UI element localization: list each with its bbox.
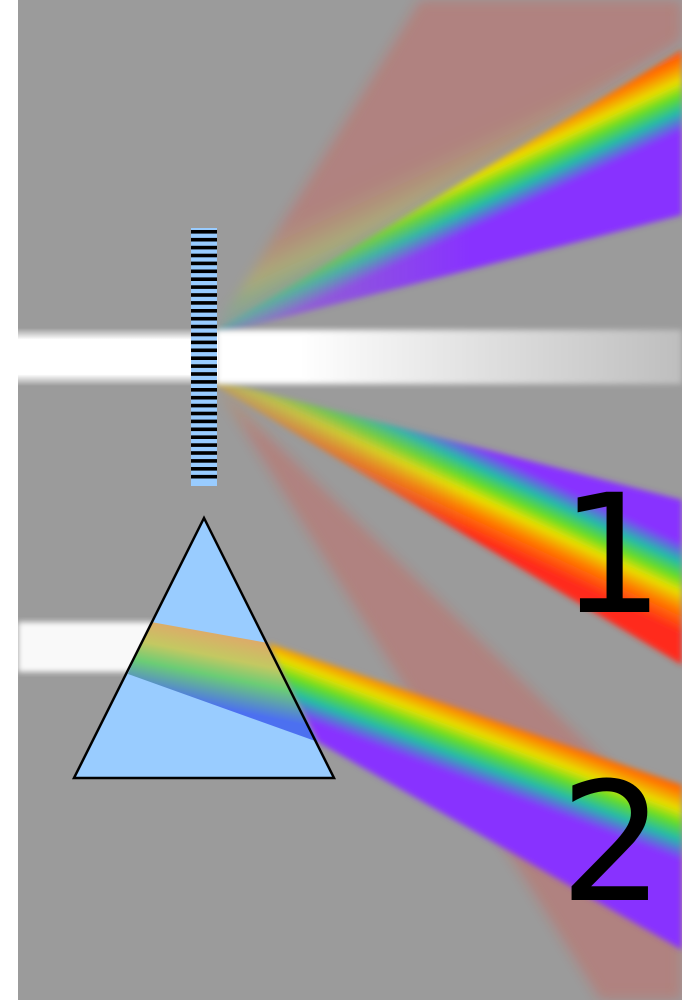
- grating-beam-upper: [216, 50, 682, 335]
- grating-slit: [191, 427, 217, 432]
- grating-slit: [191, 301, 217, 305]
- grating-slit: [191, 459, 217, 463]
- prism-beam-out: [268, 643, 682, 950]
- grating-slit: [191, 419, 217, 424]
- label-grating: 1: [560, 459, 665, 651]
- grating-slit: [191, 316, 217, 321]
- grating-slit: [191, 324, 217, 329]
- grating-slit: [191, 332, 217, 337]
- grating-slit: [191, 411, 217, 416]
- grating-slit: [191, 395, 217, 400]
- grating-slit: [191, 237, 217, 242]
- white-beam-in-prism: [18, 622, 155, 672]
- white-beam-in-grating: [18, 328, 218, 386]
- grating-slit: [191, 261, 217, 266]
- grating-slit: [191, 253, 217, 258]
- grating-slit: [191, 269, 217, 274]
- grating-slit: [191, 435, 217, 439]
- grating-slit: [191, 277, 217, 281]
- white-beam-through: [216, 330, 682, 384]
- grating-slit: [191, 372, 217, 376]
- diffraction-grating: [191, 228, 217, 486]
- grating-slit: [191, 356, 217, 360]
- grating-slit: [191, 230, 217, 234]
- grating-slit: [191, 340, 217, 345]
- grating-slit: [191, 309, 217, 313]
- grating-slit: [191, 467, 217, 471]
- prism-outline: [71, 515, 337, 780]
- label-prism: 2: [560, 747, 665, 939]
- grating-slit: [191, 451, 217, 455]
- grating-slit: [191, 388, 217, 392]
- grating-beam-lower: [216, 380, 682, 665]
- grating-slit: [191, 443, 217, 447]
- grating-slit: [191, 245, 217, 250]
- grating-slit: [191, 348, 217, 353]
- grating-slit: [191, 380, 217, 384]
- grating-slit: [191, 293, 217, 297]
- grating-slit: [191, 364, 217, 368]
- grating-slit: [191, 285, 217, 289]
- grating-slit: [191, 474, 217, 479]
- grating-slit: [191, 403, 217, 408]
